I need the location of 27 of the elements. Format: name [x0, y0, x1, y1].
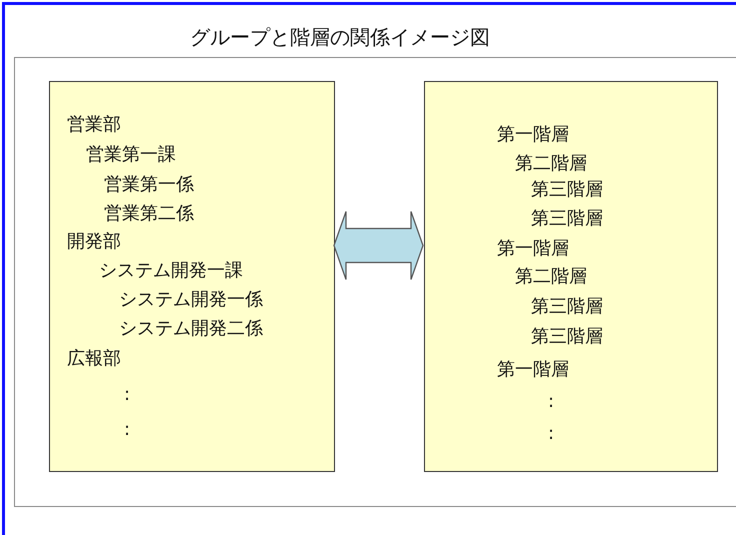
list-item: システム開発二係 — [119, 317, 263, 341]
title: グループと階層の関係イメージ図 — [190, 24, 490, 51]
list-item: 第一階層 — [497, 358, 569, 382]
list-item: システム開発一課 — [99, 259, 243, 283]
list-item: 第三階層 — [531, 295, 603, 319]
list-item: 開発部 — [67, 230, 121, 254]
list-item: 第三階層 — [531, 325, 603, 349]
list-item: システム開発一係 — [119, 288, 263, 312]
list-item: 第一階層 — [497, 237, 569, 261]
list-item: 第一階層 — [497, 123, 569, 147]
group-box — [49, 81, 335, 472]
double-arrow — [333, 210, 424, 280]
panel-box — [14, 57, 736, 507]
list-item: : — [124, 383, 130, 407]
list-item: : — [548, 390, 554, 414]
list-item: 営業第二係 — [104, 202, 194, 226]
list-item: 営業第一課 — [86, 143, 176, 167]
list-item: : — [124, 418, 130, 442]
list-item: 第二階層 — [515, 152, 587, 176]
list-item: 営業第一係 — [104, 173, 194, 197]
list-item: : — [548, 422, 554, 446]
list-item: 第三階層 — [531, 207, 603, 231]
list-item: 第二階層 — [515, 265, 587, 289]
list-item: 広報部 — [67, 347, 121, 371]
hierarchy-box — [424, 81, 718, 472]
list-item: 第三階層 — [531, 178, 603, 202]
list-item: 営業部 — [67, 113, 121, 137]
